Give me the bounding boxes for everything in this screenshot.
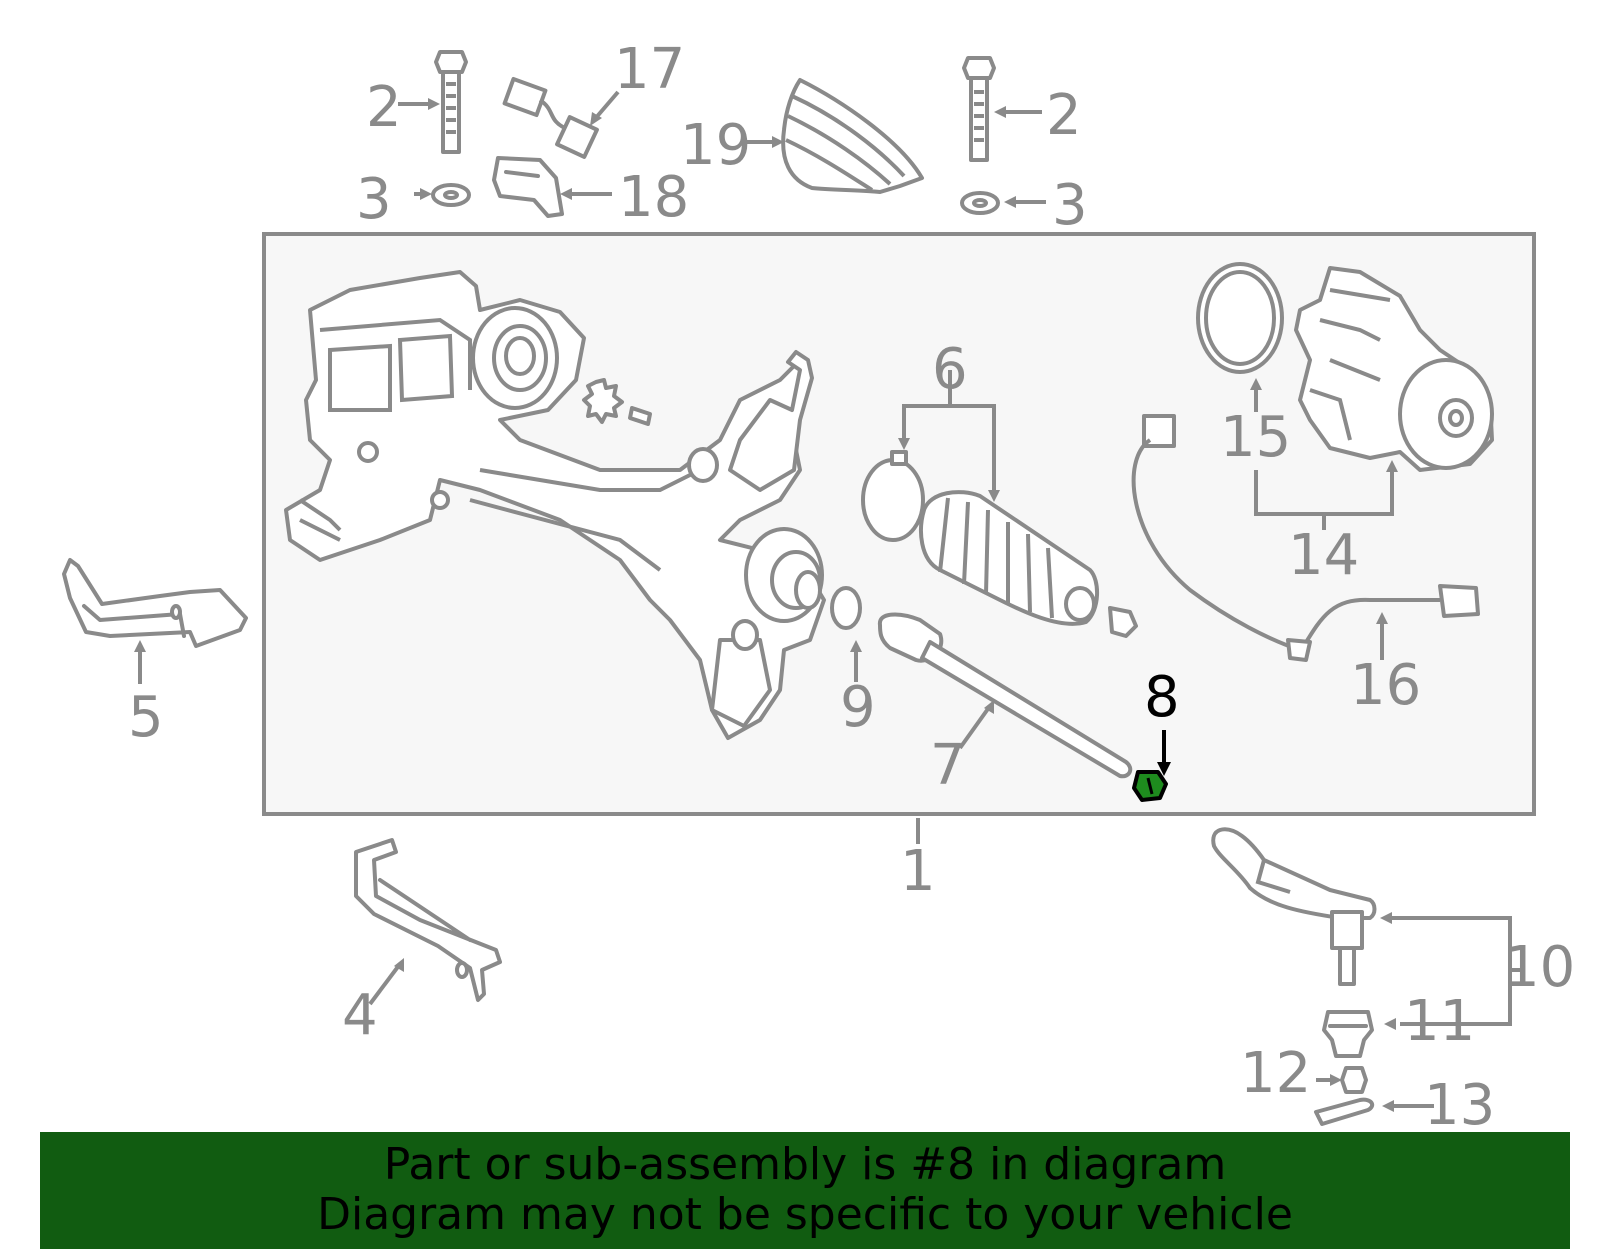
callout-19: 19	[680, 113, 751, 178]
callout-3-left: 3	[356, 167, 392, 232]
bolt-2-right	[962, 56, 996, 162]
callout-6: 6	[932, 337, 968, 402]
callout-5: 5	[128, 685, 164, 750]
bracket-5	[62, 558, 248, 648]
seal-ring-15	[1196, 262, 1284, 374]
callout-1: 1	[900, 839, 936, 904]
leader-lines	[134, 90, 1520, 1112]
small-clip	[1108, 606, 1138, 638]
boot-clamp-6	[861, 450, 925, 542]
callout-9: 9	[840, 675, 876, 740]
tie-rod-end-10	[1211, 827, 1377, 986]
callout-labels: 2 3 17 18 19 2 3 6 15 14 5 9 8 16 7 1 4 …	[128, 37, 1575, 1138]
bellows-boot-6	[919, 490, 1099, 626]
callout-2-left: 2	[366, 75, 402, 140]
callout-15: 15	[1220, 405, 1291, 470]
info-banner: Part or sub-assembly is #8 in diagram Di…	[40, 1132, 1570, 1249]
cover-19	[781, 78, 924, 194]
callout-14: 14	[1288, 523, 1359, 588]
tie-rod-7	[878, 612, 1133, 779]
bolt-2-left	[434, 50, 468, 154]
callout-7: 7	[930, 733, 966, 798]
banner-disclaimer: Diagram may not be specific to your vehi…	[317, 1189, 1293, 1240]
snap-ring-9	[830, 586, 862, 630]
bracket-4	[354, 838, 502, 1002]
callout-18: 18	[618, 165, 689, 230]
callout-13: 13	[1424, 1073, 1495, 1138]
callout-11: 11	[1404, 989, 1475, 1054]
steering-gear-housing	[284, 270, 826, 740]
bracket-18	[492, 156, 564, 218]
harness-16	[1131, 414, 1480, 662]
callout-4: 4	[342, 983, 378, 1048]
callout-16: 16	[1350, 653, 1421, 718]
callout-10: 10	[1504, 935, 1575, 1000]
jam-nut-8	[1132, 770, 1168, 802]
callout-8: 8	[1144, 665, 1180, 730]
castle-nut-12	[1340, 1066, 1368, 1094]
callout-3-right: 3	[1052, 173, 1088, 238]
callout-12: 12	[1240, 1041, 1311, 1106]
callout-2-right: 2	[1046, 83, 1082, 148]
harness-17	[502, 76, 599, 159]
cotter-pin-13	[1314, 1097, 1375, 1126]
dust-boot-11	[1322, 1010, 1374, 1058]
banner-part-note: Part or sub-assembly is #8 in diagram	[383, 1139, 1227, 1190]
callout-17: 17	[614, 37, 685, 102]
motor-14	[1294, 266, 1494, 472]
small-gear	[582, 378, 652, 426]
